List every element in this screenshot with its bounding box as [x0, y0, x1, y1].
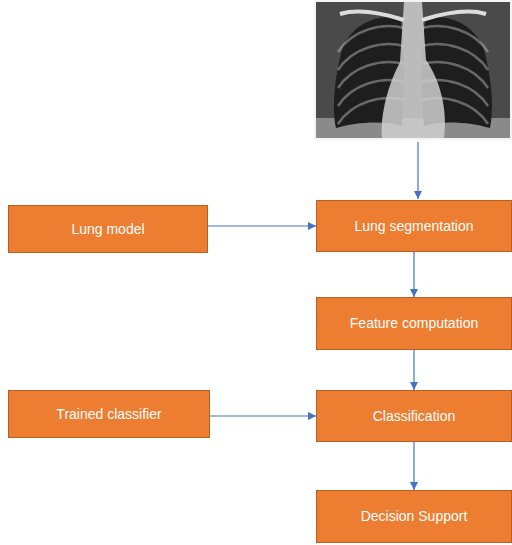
- chest-xray: [314, 0, 512, 140]
- process-box: Lung segmentation: [316, 200, 512, 252]
- process-box: Classification: [316, 390, 512, 442]
- box-label: Trained classifier: [56, 406, 161, 423]
- flow-arrow: [413, 252, 414, 297]
- process-box: Trained classifier: [8, 390, 210, 438]
- flow-arrow: [413, 442, 414, 490]
- box-label: Lung segmentation: [354, 218, 473, 235]
- box-label: Feature computation: [350, 315, 478, 332]
- flow-arrow: [210, 415, 316, 416]
- box-label: Lung model: [71, 221, 144, 238]
- process-box: Feature computation: [316, 297, 512, 350]
- process-box: Decision Support: [316, 490, 512, 543]
- edge-layer: [208, 226, 414, 490]
- xray-clavicle: [422, 12, 486, 20]
- box-label: Classification: [373, 408, 455, 425]
- flow-arrow: [413, 350, 414, 390]
- process-box: Lung model: [8, 205, 208, 253]
- xray-frame: [314, 0, 512, 140]
- xray-clavicle: [340, 12, 404, 20]
- xray-ground: [316, 2, 510, 138]
- xray-mediastinum: [382, 2, 445, 138]
- box-label: Decision Support: [361, 508, 468, 525]
- image-arrow: [417, 142, 418, 199]
- flow-arrow: [208, 225, 316, 226]
